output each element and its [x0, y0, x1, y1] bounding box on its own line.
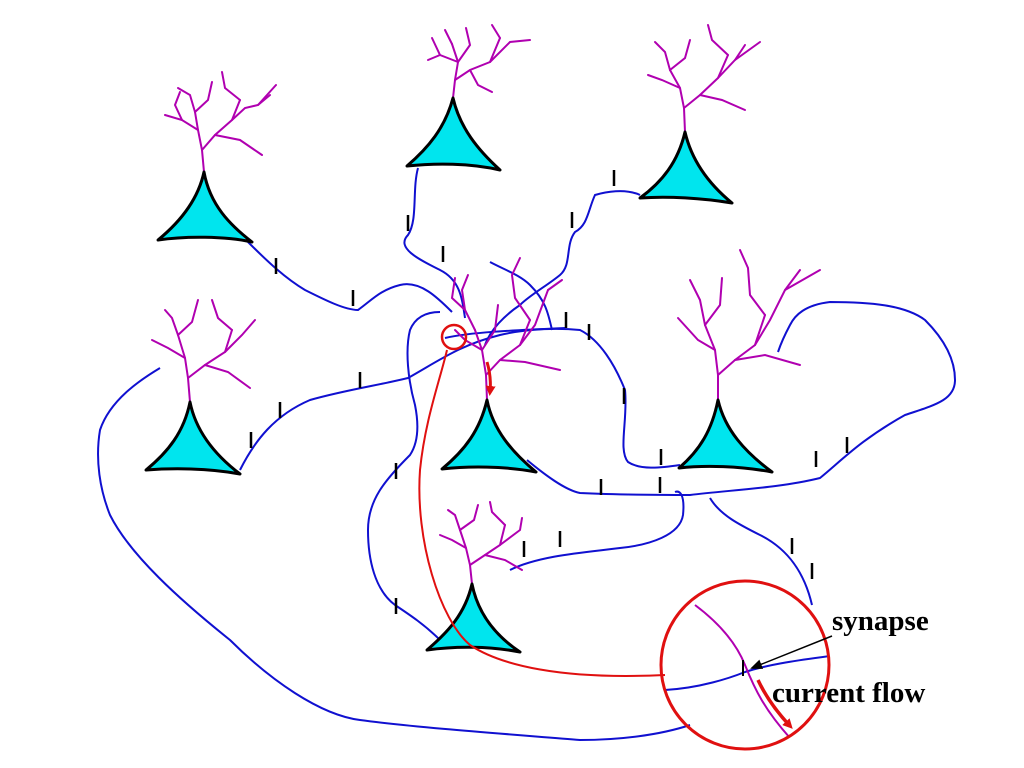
zoom-axon	[664, 655, 829, 691]
axon-terminals	[249, 170, 849, 614]
soma-n2	[405, 96, 502, 172]
dendrite-tree-n1	[164, 71, 277, 173]
axon-n5	[97, 367, 691, 742]
zoom-dendrite	[694, 604, 791, 739]
axon-n3	[484, 190, 641, 346]
axon-n7-loop	[366, 311, 441, 641]
axon-n6	[526, 300, 957, 497]
synapse-zoom-circle	[659, 579, 831, 751]
somas	[144, 96, 774, 654]
highlight-path	[418, 349, 666, 677]
synapse-label: synapse	[832, 605, 929, 637]
synapse-zoom-content	[664, 604, 829, 739]
axon-n7	[509, 490, 685, 571]
current-flow-arrow-small	[485, 361, 496, 396]
axon-n4	[239, 327, 681, 471]
dendrite-tree-n3	[647, 24, 761, 133]
dendrite-tree-n6	[677, 249, 821, 401]
soma-n7	[425, 582, 522, 654]
highlight-layer	[418, 323, 831, 751]
dendrite-tree-n2	[427, 24, 531, 99]
axon-n2-right	[489, 261, 553, 331]
soma-n6	[677, 398, 774, 474]
axon-n6-down	[709, 497, 813, 606]
axon-paths	[97, 167, 957, 742]
current-flow-label: current flow	[772, 677, 925, 709]
soma-n3	[638, 130, 734, 205]
axon-n4-main	[444, 327, 566, 339]
current-flow-arrow-large	[756, 679, 793, 729]
axon-n2	[403, 167, 466, 319]
soma-n1	[156, 170, 254, 244]
dendrite-tree-n4	[151, 299, 256, 403]
axon-n1	[247, 241, 453, 313]
dendrites	[151, 24, 821, 585]
soma-n5	[440, 398, 538, 474]
dendrite-tree-n7	[439, 501, 523, 585]
soma-n4	[144, 400, 242, 476]
synapse-marker-circle	[440, 323, 468, 351]
synapse-pointer-arrow	[750, 635, 833, 669]
